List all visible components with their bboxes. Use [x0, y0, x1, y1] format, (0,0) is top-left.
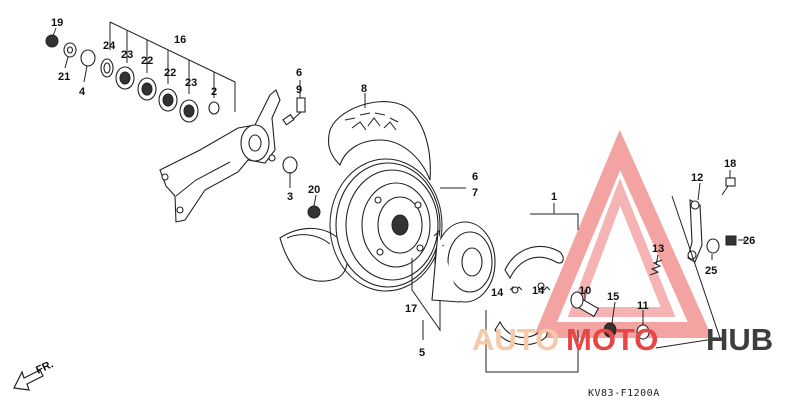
part-4-collar	[80, 49, 96, 67]
callout-26: 26	[743, 235, 755, 247]
part-20-nut	[307, 205, 321, 219]
group-1-bracket-top	[530, 213, 579, 230]
callout-14b: 14	[532, 285, 545, 297]
part-25-joint	[706, 238, 720, 254]
callout-17: 17	[405, 303, 417, 315]
part-6-wheel	[329, 158, 443, 292]
group-16-brackets	[109, 21, 236, 112]
part-2-spacer	[208, 101, 220, 115]
part-15-seal	[603, 322, 617, 338]
watermark-moto: MOTO	[566, 322, 658, 357]
callout-18: 18	[724, 158, 736, 170]
callout-25: 25	[705, 265, 717, 277]
callout-24: 24	[103, 40, 116, 52]
part-18-bolt	[721, 177, 736, 196]
callout-22: 22	[141, 55, 153, 67]
callout-16: 16	[174, 34, 186, 46]
part-1-brake-shoes	[494, 245, 564, 346]
callout-10: 10	[579, 285, 591, 297]
watermark-hub: HUB	[706, 322, 773, 357]
callout-23b: 23	[185, 77, 197, 89]
group-1-bracket-bottom	[485, 310, 579, 373]
callout-1: 1	[551, 191, 557, 203]
callout-labels: 19 21 4 24 23 22 22 23 16 2 6 9 8 3 20 6…	[51, 17, 755, 359]
callout-7: 7	[472, 187, 478, 199]
callout-13: 13	[652, 243, 664, 255]
part-13-spring	[649, 259, 663, 276]
callout-12: 12	[691, 172, 703, 184]
bearing-stack	[45, 34, 220, 123]
callout-22b: 22	[164, 67, 176, 79]
callout-3: 3	[287, 191, 293, 203]
callout-9: 9	[296, 84, 302, 96]
part-9-bolt	[282, 97, 306, 126]
part-10-cam	[570, 291, 600, 318]
watermark-text: AUTO MOTO HUB	[472, 322, 773, 357]
watermark-auto: AUTO	[472, 322, 559, 357]
callout-2: 2	[211, 86, 217, 98]
callout-11: 11	[637, 300, 649, 312]
callout-21: 21	[58, 71, 70, 83]
part-3-collar	[282, 156, 298, 174]
callout-14: 14	[491, 287, 504, 299]
part-17-hub	[431, 221, 496, 303]
part-8-tire-lower	[279, 227, 348, 282]
front-direction-arrow: FR.	[13, 358, 55, 391]
direction-label: FR.	[34, 358, 55, 376]
leader-lines	[52, 27, 745, 349]
callout-19: 19	[51, 17, 63, 29]
part-19-nut	[45, 34, 59, 48]
diagram-code: KV83-F1200A	[588, 388, 660, 399]
callout-6: 6	[296, 67, 302, 79]
callout-5: 5	[419, 347, 425, 359]
part-8-tire	[327, 101, 431, 181]
watermark-logo	[533, 129, 713, 338]
callout-20: 20	[308, 184, 320, 196]
part-12-brake-arm	[687, 199, 703, 263]
callout-15: 15	[607, 291, 619, 303]
callout-6b: 6	[472, 171, 478, 183]
callout-8: 8	[361, 83, 367, 95]
part-3-swingarm	[159, 89, 281, 223]
part-26-nut	[725, 235, 737, 246]
callout-23: 23	[121, 49, 133, 61]
callout-4: 4	[79, 86, 86, 98]
